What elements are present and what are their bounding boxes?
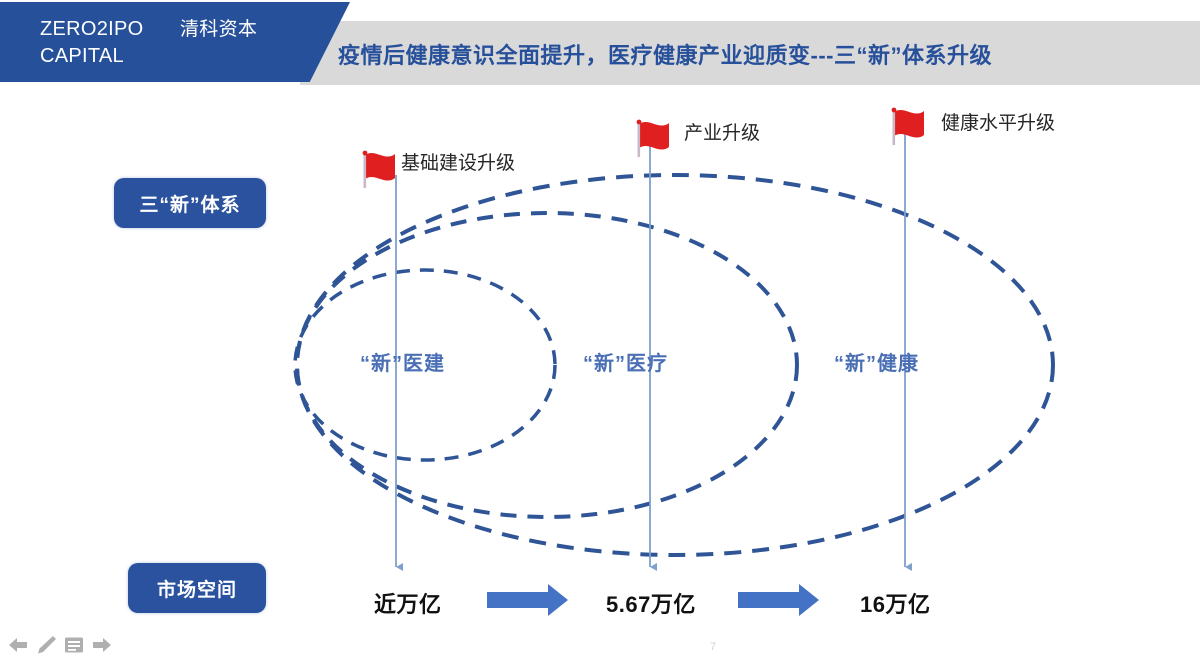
- brand-logo: ZERO2IPO CAPITAL 清科资本: [40, 16, 340, 70]
- brand-name-en: ZERO2IPO CAPITAL: [40, 16, 180, 70]
- market-value-3: 16万亿: [860, 592, 931, 617]
- ellipse-middle: [295, 211, 799, 519]
- right-arrow-icon-1: [487, 584, 568, 616]
- red-flag-icon-3: [891, 107, 924, 145]
- market-value-1: 近万亿: [374, 592, 442, 617]
- page-title: 疫情后健康意识全面提升，医疗健康产业迎质变---三“新”体系升级: [338, 43, 992, 68]
- page-number: 7: [710, 641, 717, 653]
- flag-label-industry: 产业升级: [684, 123, 761, 144]
- previous-slide-icon[interactable]: [6, 634, 30, 656]
- pen-icon[interactable]: [34, 634, 58, 656]
- label-three-new-system: 三“新”体系: [114, 178, 266, 228]
- flag-label-infrastructure: 基础建设升级: [401, 153, 516, 174]
- presentation-toolbar[interactable]: [6, 634, 114, 656]
- ring-label-new-medical-treatment: “新”医疗: [583, 353, 668, 375]
- label-three-new-system-text: 三“新”体系: [139, 194, 241, 216]
- ring-label-new-health: “新”健康: [834, 353, 919, 375]
- notes-icon[interactable]: [62, 634, 86, 656]
- market-value-2: 5.67万亿: [606, 592, 696, 617]
- brand-banner: [0, 2, 350, 82]
- ellipse-outer: [295, 173, 1055, 557]
- ellipse-inner: [293, 268, 557, 462]
- ring-label-new-medical-construction: “新”医建: [360, 353, 445, 375]
- brand-name-en-line2: CAPITAL: [40, 45, 124, 67]
- next-slide-icon[interactable]: [90, 634, 114, 656]
- title-band: [300, 21, 1200, 85]
- brand-name-en-line1: ZERO2IPO: [40, 18, 144, 40]
- brand-name-cn: 清科资本: [180, 19, 258, 40]
- right-arrow-icon-2: [738, 584, 819, 616]
- red-flag-icon-2: [636, 119, 669, 157]
- label-market-space: 市场空间: [128, 563, 266, 613]
- flag-label-health-level: 健康水平升级: [941, 113, 1056, 134]
- red-flag-icon-1: [362, 150, 395, 188]
- label-market-space-text: 市场空间: [156, 579, 237, 601]
